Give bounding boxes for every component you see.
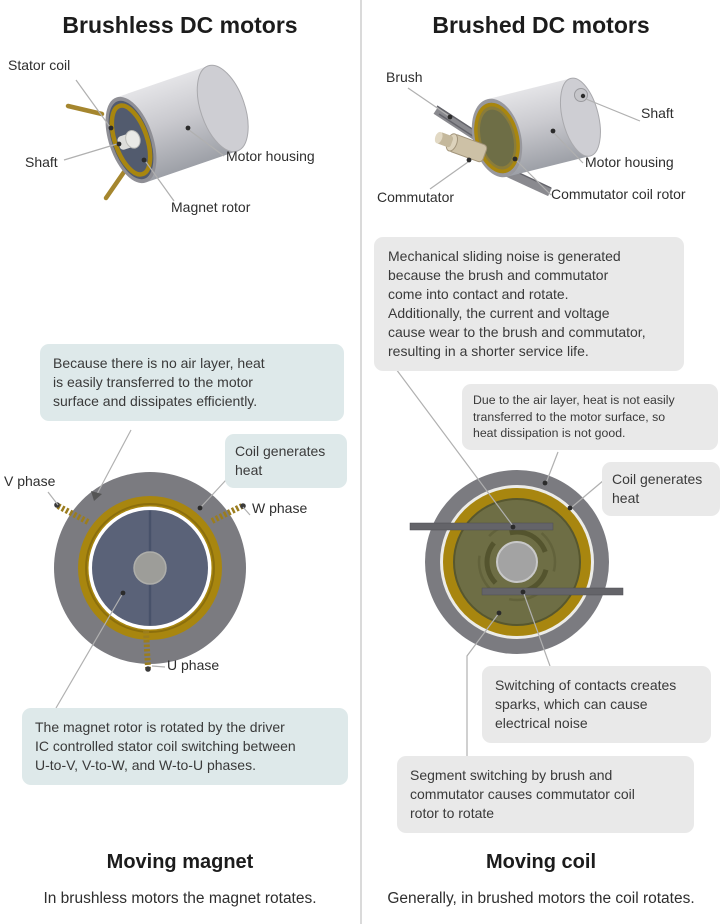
brushed-cross-section [395,368,624,756]
moving-magnet-caption: Moving magnet [106,851,254,873]
commutator-label: Commutator [377,189,455,205]
callout-air-layer-heat: Due to the air layer, heat is not easily… [462,384,718,451]
callout-sparks: Switching of contacts creates sparks, wh… [482,666,711,744]
motor-housing-label-right: Motor housing [585,154,674,170]
u-phase-label: U phase [167,657,220,673]
v-phase-label: V phase [4,473,56,489]
callout-no-air-layer: Because there is no air layer, heat is e… [40,344,344,422]
commutator-coil-rotor-label: Commutator coil rotor [551,186,686,202]
callout-coil-heat-left: Coil generates heat [225,434,347,489]
moving-coil-caption: Moving coil [486,851,596,873]
brushless-cross-section [47,429,251,709]
stator-coil-label: Stator coil [8,57,71,73]
magnet-rotor-label: Magnet rotor [171,199,251,215]
brushless-title: Brushless DC motors [62,12,298,38]
brushed-subtitle: Generally, in brushed motors the coil ro… [387,890,695,907]
shaft-label-left: Shaft [25,154,58,170]
shaft-label-right: Shaft [641,105,674,121]
motor-housing-label-left: Motor housing [226,148,315,164]
brushed-motor-drawing [407,77,641,197]
brush-label: Brush [386,69,423,85]
brushed-title: Brushed DC motors [432,12,650,38]
callout-sliding-noise: Mechanical sliding noise is generated be… [374,237,684,372]
w-phase-label: W phase [252,500,308,516]
brushless-subtitle: In brushless motors the magnet rotates. [43,890,317,907]
callout-rotation-principle: The magnet rotor is rotated by the drive… [22,708,348,786]
callout-coil-heat-right: Coil generates heat [602,462,720,517]
column-divider [360,0,362,924]
callout-segment-switching: Segment switching by brush and commutato… [397,756,694,834]
brushless-motor-drawing [63,64,249,202]
